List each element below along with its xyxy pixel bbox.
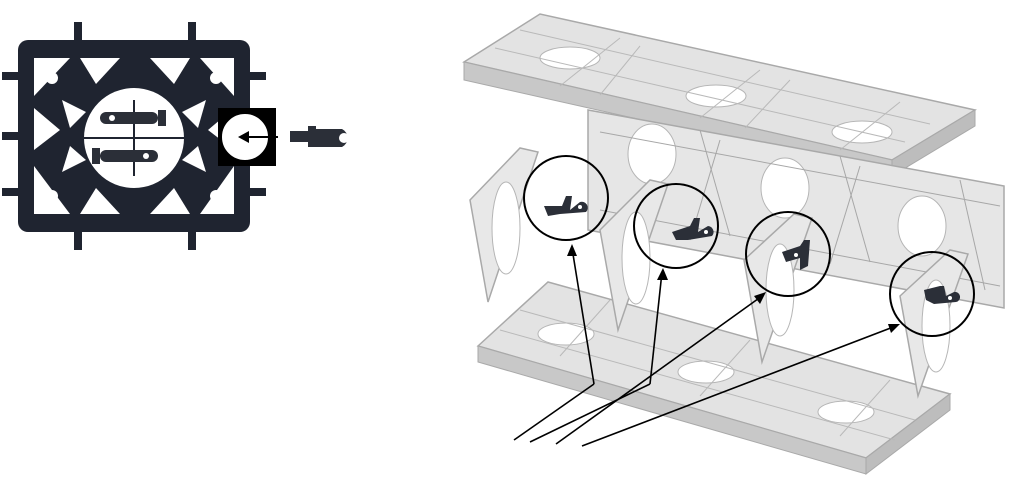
leader-line-1b: [571, 247, 595, 385]
installed-clip-4: [924, 286, 961, 304]
frame-pegs: [2, 22, 266, 250]
leader-line-1: [513, 383, 595, 441]
leader-line-2: [529, 383, 651, 443]
top-plate-lattice: [494, 29, 931, 151]
leader-line-2b: [649, 271, 663, 385]
bottom-plate-lattice: [499, 299, 916, 441]
bottom-plate: [476, 281, 952, 476]
installed-clip-1: [544, 196, 588, 216]
callout-circle-3: [745, 211, 831, 297]
arrowhead-3: [754, 292, 766, 304]
left-arrow-icon: [238, 131, 278, 143]
exploded-assembly: [462, 13, 1005, 476]
loose-clip-part: [290, 126, 349, 147]
callout-circle-4: [889, 251, 975, 337]
callout-circle-2: [633, 183, 719, 269]
installed-clip-3: [782, 240, 810, 270]
callout-circle-1: [523, 155, 609, 241]
mounted-clip-top: [100, 110, 166, 126]
left-frame-assembly: [2, 22, 349, 250]
side-panel-2: [599, 179, 669, 333]
leader-arrowheads: [567, 244, 900, 333]
leader-lines: [513, 247, 897, 447]
arrowhead-1: [567, 244, 577, 256]
installed-clip-2: [672, 218, 714, 240]
arrowhead-4: [888, 324, 900, 333]
arrowhead-2: [657, 268, 668, 280]
leader-line-3: [555, 295, 763, 445]
side-panel-1: [469, 147, 539, 303]
mounted-clip-bottom: [92, 148, 158, 164]
leader-line-4: [581, 325, 897, 447]
